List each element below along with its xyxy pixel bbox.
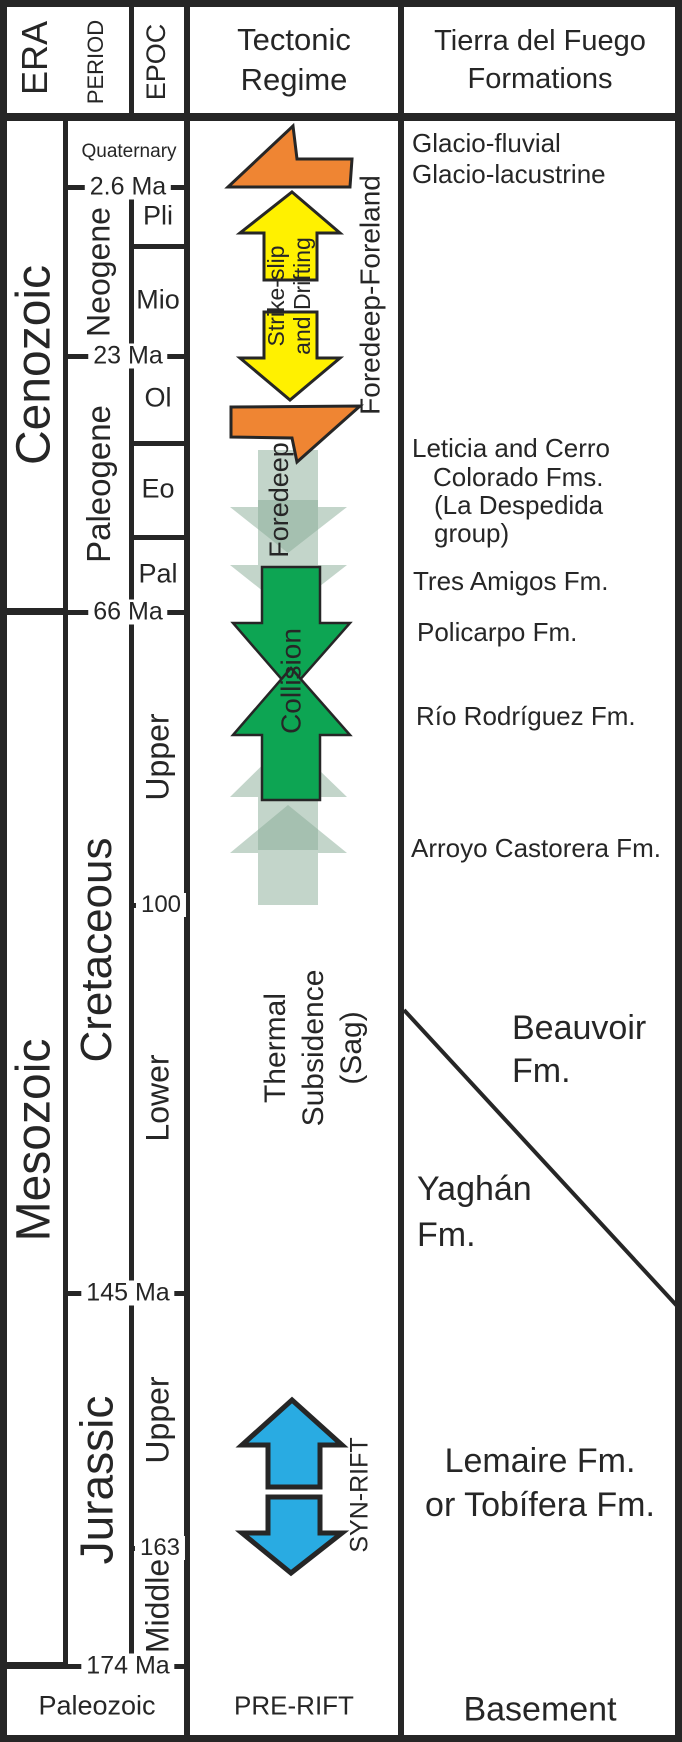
formation-leticia-line4: group) xyxy=(434,518,510,548)
era-cenozoic: Cenozoic xyxy=(7,264,61,466)
formation-leticia-line2: Colorado Fms. xyxy=(433,462,604,492)
border-right xyxy=(675,0,682,1742)
divider-epoch-tectonic xyxy=(184,0,190,1742)
formation-leticia-line3: (La Despedida xyxy=(434,490,604,520)
formation-leticia-line1: Leticia and Cerro xyxy=(412,433,610,463)
age-23-ma: 23 Ma xyxy=(88,343,168,369)
label-strike-slip-drifting: Strike-slip and Drifting xyxy=(263,237,315,355)
formation-yaghan: Yaghán Fm. xyxy=(417,1170,532,1254)
epoch-upper-jurassic: Upper xyxy=(139,1376,176,1464)
age-66-ma: 66 Ma xyxy=(88,599,168,625)
border-top xyxy=(0,0,682,7)
era-mesozoic: Mesozoic xyxy=(7,1038,61,1242)
collision-green-arrow-up xyxy=(230,666,353,802)
period-neogene: Neogene xyxy=(80,207,117,337)
label-pre-rift: PRE-RIFT xyxy=(234,1690,354,1721)
epoch-ol: Ol xyxy=(144,382,172,413)
header-tectonic-regime: Tectonic Regime xyxy=(237,22,351,97)
period-quaternary: Quaternary xyxy=(81,141,177,162)
period-jurassic: Jurassic xyxy=(70,1395,123,1565)
formation-glacio: Glacio-fluvial Glacio-lacustrine xyxy=(412,128,606,189)
epoch-mio: Mio xyxy=(136,284,180,315)
epochline-ol-eo xyxy=(131,441,189,446)
formation-arroyo: Arroyo Castorera Fm. xyxy=(411,833,661,863)
yellow-arrow-down xyxy=(235,310,345,402)
label-foredeep: Foredeep xyxy=(264,442,295,558)
label-thermal-subsidence: Thermal Subsidence (Sag) xyxy=(259,969,368,1127)
border-bottom xyxy=(0,1735,682,1742)
epoch-eo: Eo xyxy=(141,473,175,504)
age-2-6-ma: 2.6 Ma xyxy=(84,174,172,200)
header-period: PERIOD xyxy=(82,19,108,105)
orange-arrow-top xyxy=(224,122,354,189)
age-100: 100 xyxy=(135,893,187,917)
epoch-middle-jurassic: Middle xyxy=(139,1558,176,1654)
formation-lemaire: Lemaire Fm. or Tobífera Fm. xyxy=(425,1442,655,1524)
synrift-blue-arrow-up xyxy=(235,1396,349,1490)
formation-tres-amigos: Tres Amigos Fm. xyxy=(413,566,609,596)
label-syn-rift: SYN-RIFT xyxy=(345,1437,374,1553)
epochline-eo-pal xyxy=(131,535,189,540)
epoch-upper-cretaceous: Upper xyxy=(139,713,176,801)
ageline-174-era xyxy=(0,1662,68,1669)
synrift-blue-arrow-down xyxy=(234,1494,350,1577)
age-145-ma: 145 Ma xyxy=(81,1280,175,1306)
orange-arrow-mid xyxy=(229,404,364,465)
divider-period-epoch xyxy=(129,187,134,1669)
epoch-pli: Pli xyxy=(142,200,174,231)
epoch-pal: Pal xyxy=(138,558,178,589)
era-paleozoic: Paleozoic xyxy=(38,1690,156,1721)
ageline-66-era xyxy=(0,608,68,615)
formation-rio-rodriguez: Río Rodríguez Fm. xyxy=(416,701,636,731)
beauvoir-yaghan-divider-line xyxy=(402,1008,680,1309)
epoch-lower-cretaceous: Lower xyxy=(139,1054,176,1142)
epochline-pli-mio xyxy=(131,244,189,249)
label-foredeep-foreland: Foredeep-Foreland xyxy=(354,175,386,415)
divider-period-epoch-header xyxy=(129,7,134,113)
header-underline xyxy=(0,113,682,121)
formation-policarpo: Policarpo Fm. xyxy=(417,617,578,647)
yellow-arrow-up xyxy=(235,190,345,282)
age-174-ma: 174 Ma xyxy=(81,1653,175,1679)
period-cretaceous: Cretaceous xyxy=(71,837,121,1063)
formation-beauvoir: Beauvoir Fm. xyxy=(512,1009,647,1090)
collision-green-arrow-down xyxy=(230,565,353,692)
divider-era-period xyxy=(63,117,68,1669)
border-left xyxy=(0,0,7,1742)
formation-basement: Basement xyxy=(463,1690,617,1729)
label-collision: Collision xyxy=(275,628,307,734)
header-epoch: EPOC xyxy=(141,23,172,101)
header-formations: Tierra del Fuego Formations xyxy=(434,25,646,95)
sage-arrow-up-2 xyxy=(230,805,347,905)
age-163: 163 xyxy=(134,1536,186,1560)
header-era: ERA xyxy=(14,20,56,96)
period-paleogene: Paleogene xyxy=(79,405,117,563)
divider-tectonic-formations xyxy=(398,0,404,1742)
